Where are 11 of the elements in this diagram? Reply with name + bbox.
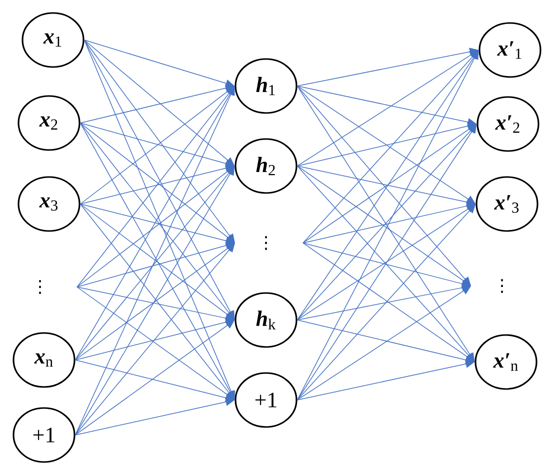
arrow [84, 40, 236, 400]
vertical-ellipsis: ⋮ [265, 236, 267, 250]
arrow [296, 124, 477, 400]
arrow [80, 122, 235, 243]
arrow [296, 50, 479, 400]
arrow [74, 166, 235, 436]
arrow [296, 286, 471, 400]
vertical-ellipsis: ⋮ [39, 280, 41, 294]
arrow [74, 243, 235, 436]
vertical-ellipsis: ⋮ [501, 279, 503, 293]
arrow [74, 86, 235, 436]
